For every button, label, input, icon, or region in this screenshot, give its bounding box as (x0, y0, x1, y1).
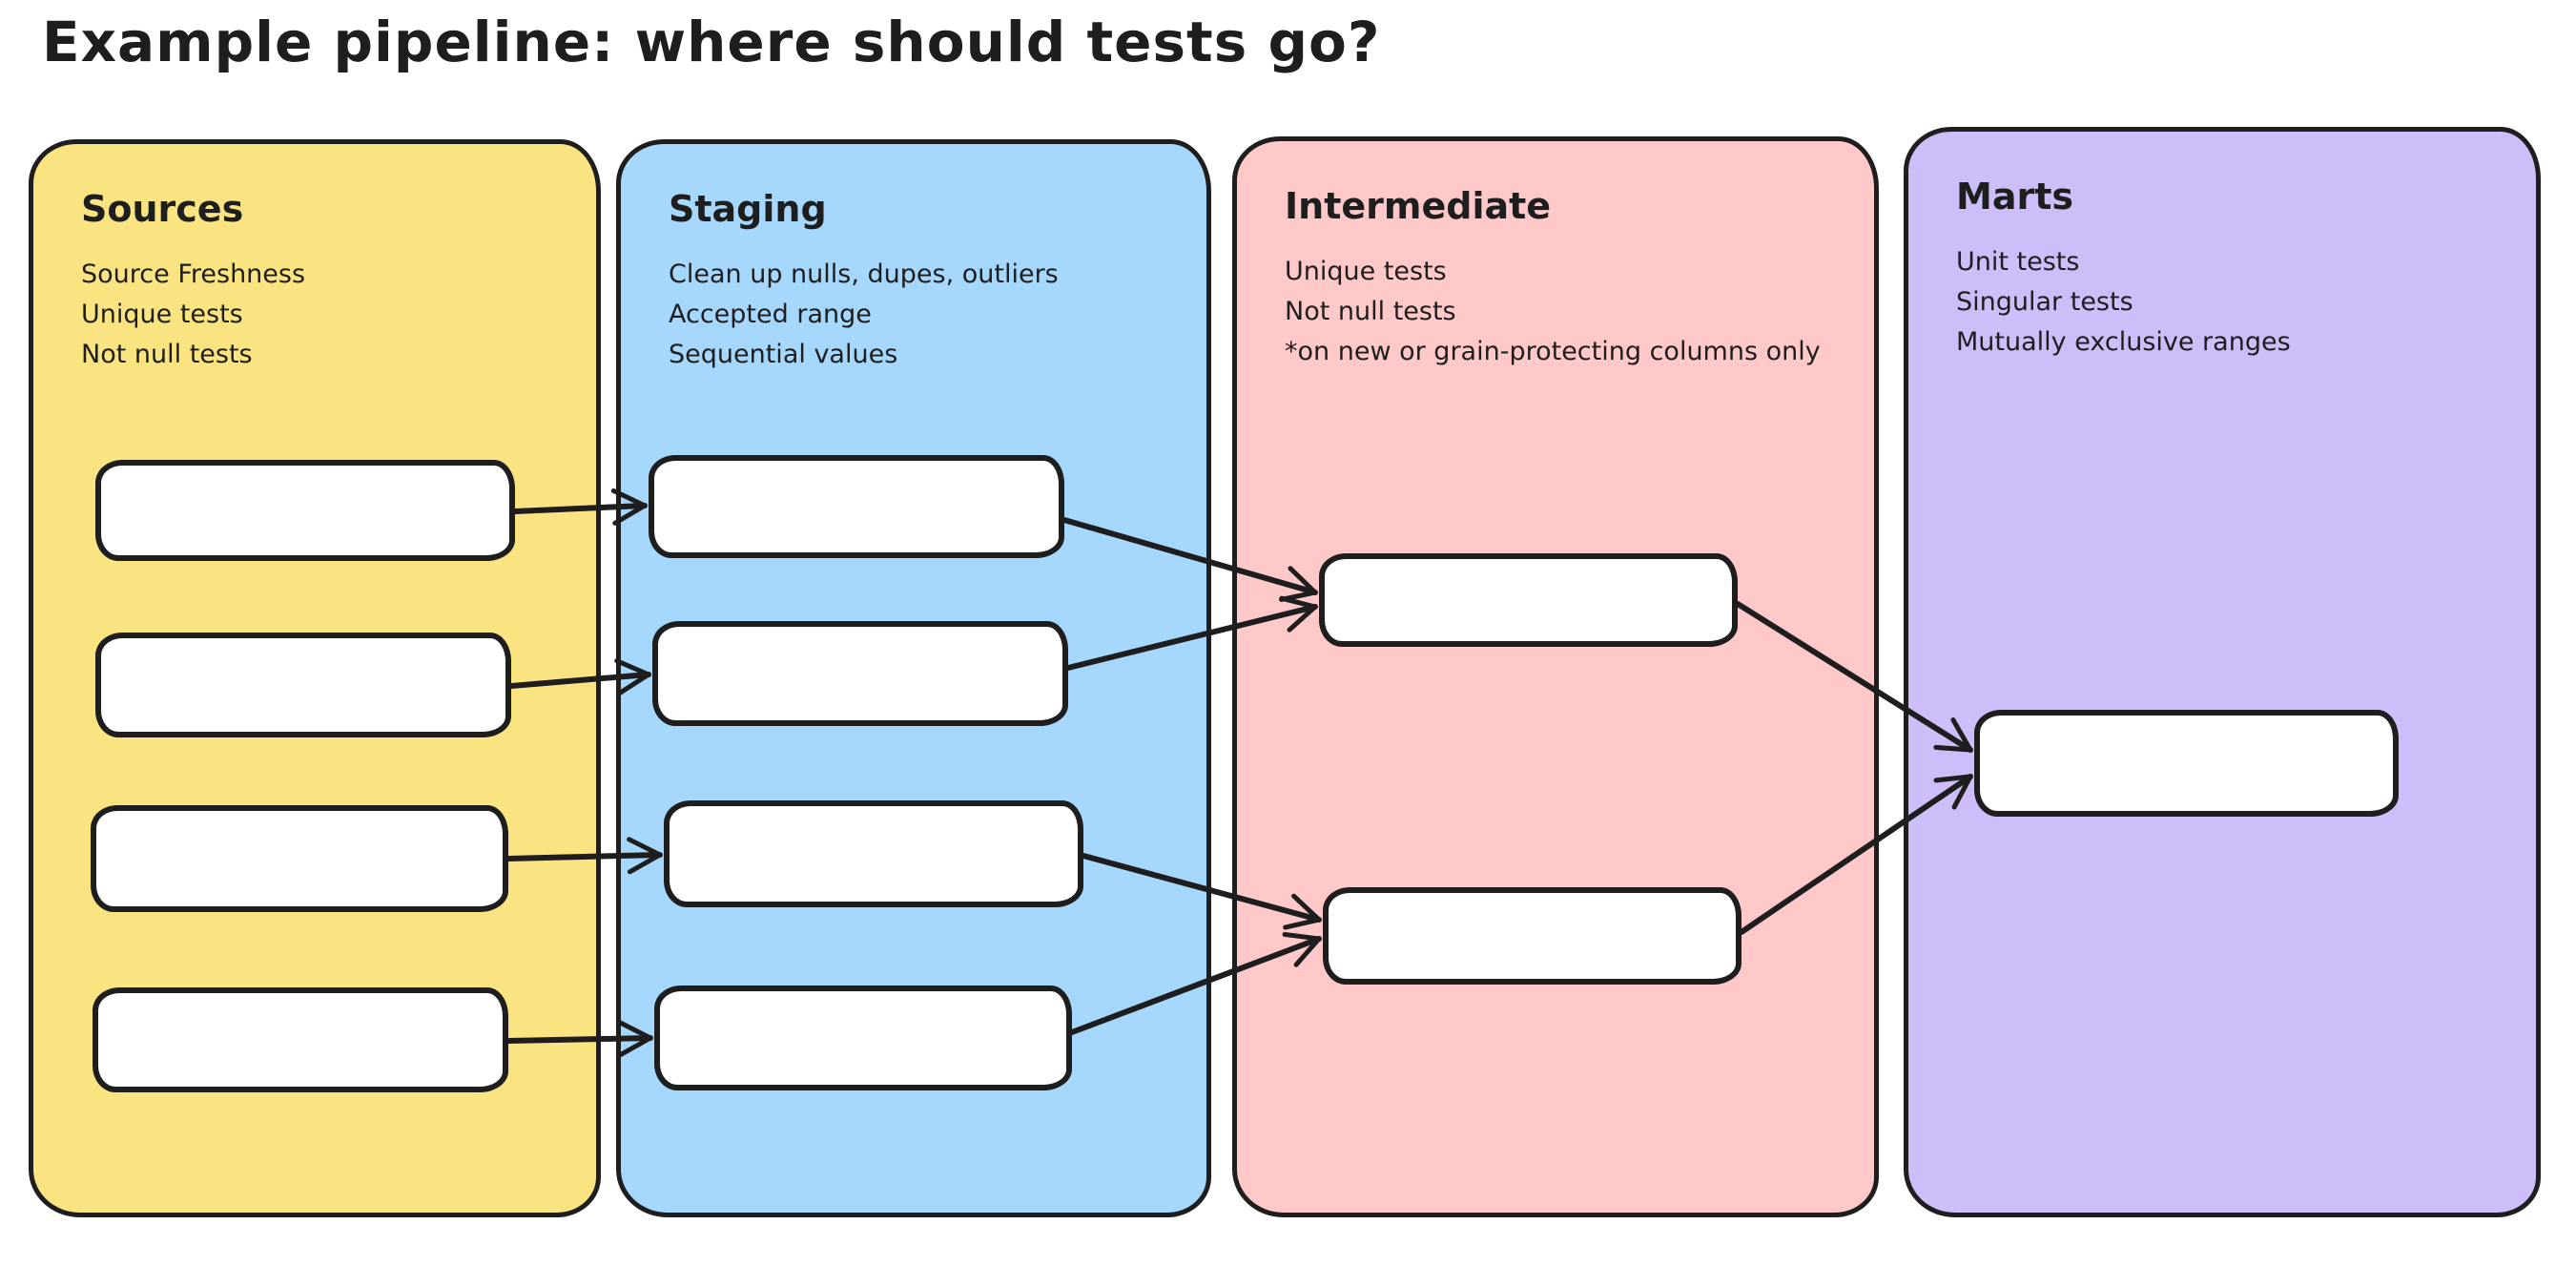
note-line: Unit tests (1956, 247, 2080, 277)
node-sources-2 (95, 633, 511, 737)
column-marts: Marts Unit tests Singular tests Mutually… (1904, 127, 2541, 1217)
note-line: Source Freshness (81, 259, 306, 289)
note-line: Not null tests (1285, 297, 1456, 326)
diagram-title: Example pipeline: where should tests go? (42, 10, 1381, 74)
node-staging-2 (652, 621, 1068, 726)
note-line: Sequential values (669, 340, 898, 369)
column-intermediate-notes: Unique tests Not null tests *on new or g… (1285, 252, 1840, 372)
node-sources-3 (91, 805, 508, 912)
column-intermediate: Intermediate Unique tests Not null tests… (1232, 136, 1879, 1217)
node-sources-1 (95, 460, 515, 561)
node-sources-4 (93, 987, 508, 1092)
node-staging-3 (664, 800, 1083, 907)
note-line: Accepted range (669, 300, 872, 329)
column-staging-title: Staging (669, 188, 827, 230)
note-line: Clean up nulls, dupes, outliers (669, 259, 1059, 289)
note-line: Unique tests (1285, 257, 1447, 286)
note-line: Not null tests (81, 340, 253, 369)
column-sources-notes: Source Freshness Unique tests Not null t… (81, 255, 562, 375)
node-intermediate-2 (1323, 887, 1741, 985)
column-marts-notes: Unit tests Singular tests Mutually exclu… (1956, 242, 2502, 363)
column-sources-title: Sources (81, 188, 244, 230)
node-marts-1 (1974, 710, 2399, 817)
node-intermediate-1 (1319, 553, 1738, 647)
note-line: Singular tests (1956, 287, 2133, 317)
column-marts-title: Marts (1956, 176, 2073, 218)
note-line: *on new or grain-protecting columns only (1285, 337, 1821, 366)
node-staging-4 (654, 986, 1072, 1090)
note-line: Mutually exclusive ranges (1956, 327, 2291, 357)
note-line: Unique tests (81, 300, 243, 329)
node-staging-1 (649, 455, 1064, 558)
column-intermediate-title: Intermediate (1285, 185, 1552, 227)
column-staging-notes: Clean up nulls, dupes, outliers Accepted… (669, 255, 1172, 375)
